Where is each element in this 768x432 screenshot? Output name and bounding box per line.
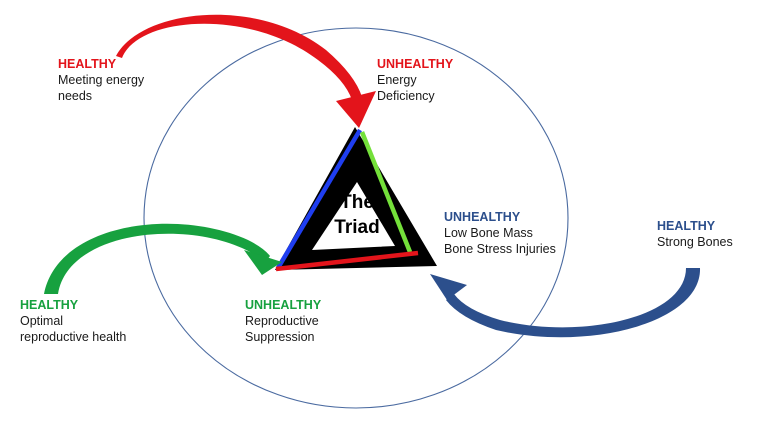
triangle-edge-red <box>275 250 419 272</box>
energy-arrow-head <box>336 91 376 128</box>
bone-arrow-body <box>446 268 701 338</box>
triad-title-line2: Triad <box>334 217 380 238</box>
spectrum-circle <box>143 27 569 409</box>
bone-arrow-head <box>430 274 467 300</box>
unhealthy-repro-line2: Suppression <box>245 330 315 344</box>
triad-title: The Triad <box>325 190 389 240</box>
reproductive-arrow-body <box>44 223 270 294</box>
triad-title-line1: The <box>340 192 374 213</box>
triangle-edge-green <box>359 131 413 253</box>
healthy-energy-heading: HEALTHY <box>58 57 117 71</box>
energy-arrow-body <box>116 14 362 100</box>
unhealthy-repro-line1: Reproductive <box>245 314 319 328</box>
healthy-repro-heading: HEALTHY <box>20 298 79 312</box>
unhealthy-bone-line1: Low Bone Mass <box>444 226 533 240</box>
unhealthy-bone-heading: UNHEALTHY <box>444 210 521 224</box>
healthy-repro-line2: reproductive health <box>20 330 127 344</box>
healthy-energy-line1: Meeting energy <box>58 73 145 87</box>
label-healthy-bone: HEALTHY Strong Bones <box>657 218 733 250</box>
reproductive-arrow-head <box>244 250 282 275</box>
healthy-bone-line1: Strong Bones <box>657 235 733 249</box>
label-healthy-repro: HEALTHY Optimal reproductive health <box>20 297 126 345</box>
label-unhealthy-bone: UNHEALTHY Low Bone Mass Bone Stress Inju… <box>444 209 556 257</box>
label-healthy-energy: HEALTHY Meeting energy needs <box>58 56 144 104</box>
healthy-bone-heading: HEALTHY <box>657 219 716 233</box>
healthy-repro-line1: Optimal <box>20 314 64 328</box>
healthy-energy-line2: needs <box>58 89 93 103</box>
triad-triangle <box>275 127 437 270</box>
energy-arrow <box>116 14 376 128</box>
unhealthy-repro-heading: UNHEALTHY <box>245 298 322 312</box>
unhealthy-energy-line1: Energy <box>377 73 417 87</box>
label-unhealthy-energy: UNHEALTHY Energy Deficiency <box>377 56 453 104</box>
unhealthy-bone-line2: Bone Stress Injuries <box>444 242 556 256</box>
triangle-edge-blue <box>276 128 362 270</box>
unhealthy-energy-heading: UNHEALTHY <box>377 57 454 71</box>
reproductive-arrow <box>44 223 282 294</box>
bone-arrow <box>430 268 701 338</box>
label-unhealthy-repro: UNHEALTHY Reproductive Suppression <box>245 297 321 345</box>
unhealthy-energy-line2: Deficiency <box>377 89 435 103</box>
